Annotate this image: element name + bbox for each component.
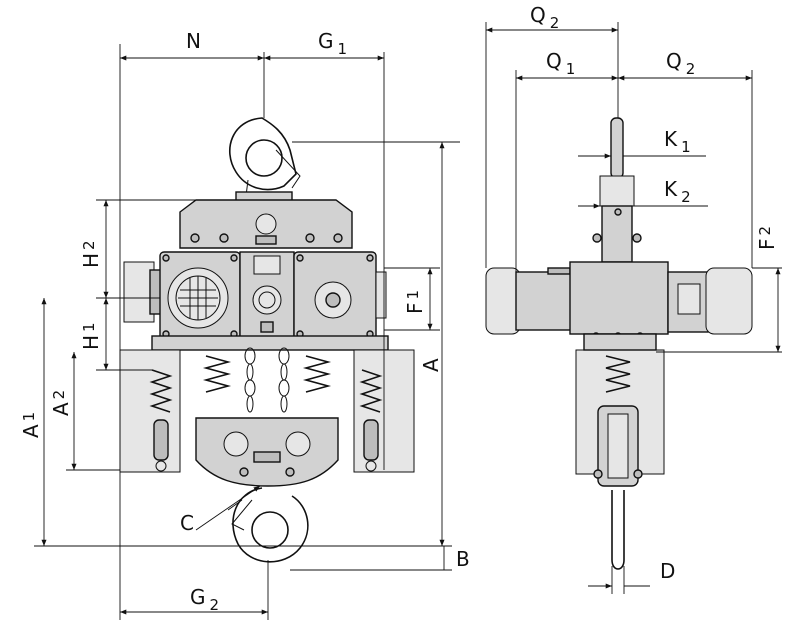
- side-bottom-dimensions: [588, 566, 650, 594]
- label-h1: H1: [79, 322, 103, 350]
- front-bottom-dimensions: [119, 470, 269, 620]
- side-bottom-hook: [611, 490, 625, 570]
- label-a2: A2: [49, 390, 73, 416]
- front-right-dimensions: [290, 141, 460, 571]
- side-top-dimensions: [485, 22, 753, 272]
- side-right-motor: [667, 267, 753, 335]
- side-spring: [605, 355, 631, 393]
- side-right-dimensions: [578, 153, 782, 353]
- bottom-block: [195, 417, 339, 487]
- top-hook: [228, 117, 301, 203]
- controller-box: [293, 251, 387, 341]
- hook-throat-dimension: [195, 485, 261, 531]
- side-base: [583, 333, 657, 351]
- side-motor: [485, 267, 573, 335]
- label-f1: F1: [403, 290, 427, 314]
- front-view: [34, 44, 460, 620]
- label-a1: A1: [19, 412, 43, 438]
- label-a: A: [419, 358, 443, 372]
- motor-housing: [159, 251, 241, 341]
- label-b: B: [456, 547, 470, 571]
- front-left-dimensions: [34, 199, 452, 547]
- side-main-body: [569, 261, 669, 335]
- top-yoke: [179, 199, 353, 249]
- front-top-dimensions: [119, 44, 385, 470]
- springs: [149, 355, 383, 472]
- left-guide-box: [119, 349, 181, 473]
- label-d: D: [660, 559, 675, 583]
- label-n: N: [186, 29, 201, 53]
- load-chains: [244, 347, 290, 413]
- side-view: [485, 22, 782, 594]
- label-h2: H2: [79, 240, 103, 268]
- bottom-hook: [231, 487, 309, 563]
- side-top-hook: [592, 117, 642, 263]
- side-bottom-block: [593, 405, 643, 487]
- center-gearbox: [239, 251, 295, 341]
- frame-base: [151, 335, 389, 351]
- label-c: C: [180, 511, 194, 535]
- label-f2: F2: [755, 226, 779, 250]
